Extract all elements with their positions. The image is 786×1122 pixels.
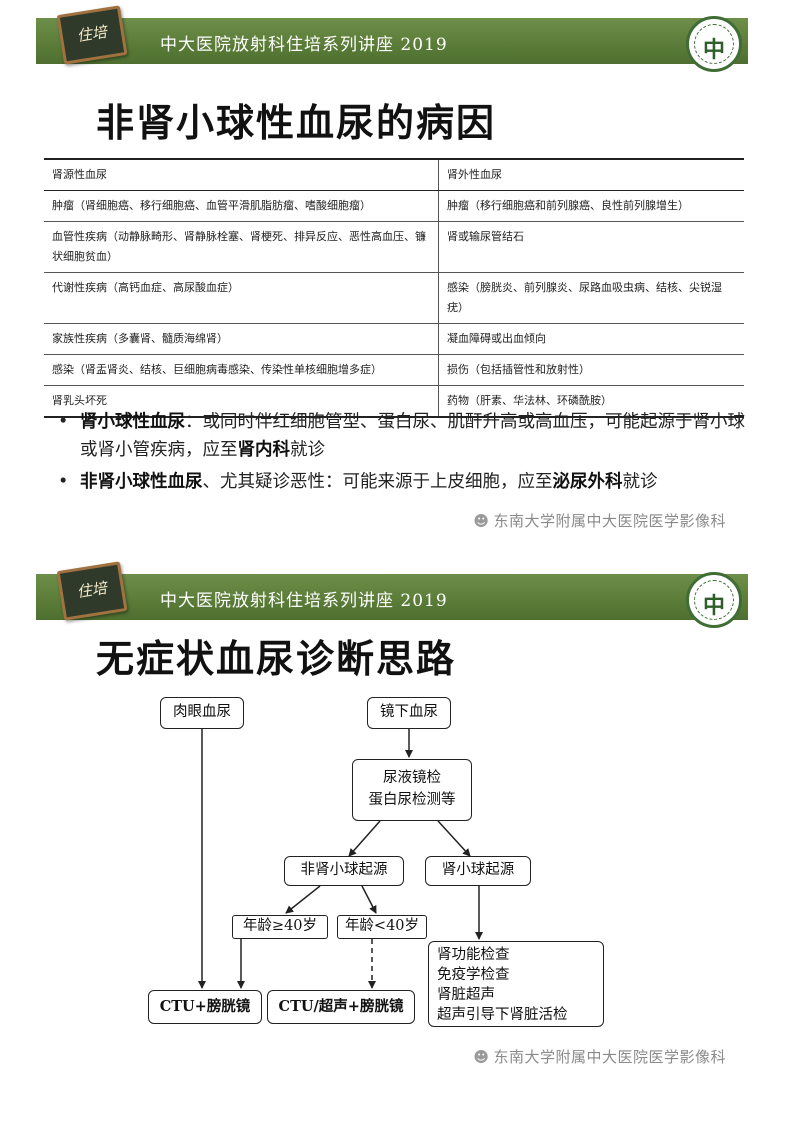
- arrow-nonglom-to-age-ge40: [285, 885, 321, 914]
- node-age-lt40: 年龄<40岁: [337, 915, 427, 939]
- arrow-nonglom-to-age-lt40: [361, 885, 377, 914]
- node-age-ge40: 年龄≥40岁: [232, 915, 328, 939]
- hospital-emblem-icon: 中: [686, 572, 742, 628]
- slide-nonglomerular-causes: 住培 中大医院放射科住培系列讲座 2019 中 非肾小球性血尿的病因 肾源性血尿…: [0, 0, 786, 540]
- table-cell: 肾或输尿管结石: [438, 221, 744, 273]
- node-line: 尿液镜检: [383, 770, 441, 786]
- node-microscopic-hematuria: 镜下血尿: [367, 697, 451, 729]
- bullet-glomerular: 肾小球性血尿：或同时伴红细胞管型、蛋白尿、肌酐升高或高血压，可能起源于肾小球或肾…: [56, 408, 746, 464]
- header-renal: 肾源性血尿: [44, 159, 439, 191]
- table-cell: 凝血障碍或出血倾向: [438, 323, 744, 355]
- table-row: 家族性疾病（多囊肾、髓质海绵肾） 凝血障碍或出血倾向: [44, 323, 744, 355]
- emblem-glyph: 中: [702, 593, 725, 619]
- bullet-text: 就诊: [622, 472, 658, 492]
- node-line: 蛋白尿检测等: [368, 792, 456, 808]
- arrow-urinalysis-to-glom: [437, 820, 471, 857]
- node-urinalysis: 尿液镜检 蛋白尿检测等: [352, 759, 472, 821]
- table-header-row: 肾源性血尿 肾外性血尿: [44, 159, 744, 191]
- wechat-icon: ☻: [473, 1048, 490, 1066]
- node-glomerular-origin: 肾小球起源: [425, 856, 531, 886]
- watermark: ☻东南大学附属中大医院医学影像科: [473, 1046, 726, 1067]
- banner-title: 中大医院放射科住培系列讲座 2019: [160, 591, 448, 611]
- causes-table: 肾源性血尿 肾外性血尿 肿瘤（肾细胞癌、移行细胞癌、血管平滑肌脂肪瘤、嗜酸细胞瘤…: [44, 158, 744, 418]
- node-ctu-us-cystoscopy: CTU/超声+膀胱镜: [267, 990, 415, 1024]
- badge-text: 住培: [75, 22, 109, 46]
- table-row: 代谢性疾病（高钙血症、高尿酸血症） 感染（膀胱炎、前列腺炎、尿路血吸虫病、结核、…: [44, 272, 744, 324]
- bullet-term: 非肾小球性血尿: [80, 472, 203, 492]
- bullet-text: ：或同时伴红细胞管型、蛋白尿、肌酐升高或高血压，可能起源于肾小球或肾小管疾病，应…: [80, 412, 745, 460]
- bullet-text: 、尤其疑诊恶性：可能来源于上皮细胞，应至: [202, 472, 553, 492]
- table-cell: 肿瘤（肾细胞癌、移行细胞癌、血管平滑肌脂肪瘤、嗜酸细胞瘤）: [44, 190, 439, 222]
- node-renal-workup: 肾功能检查 免疫学检查 肾脏超声 超声引导下肾脏活检: [428, 941, 604, 1027]
- watermark-text: 东南大学附属中大医院医学影像科: [493, 512, 726, 530]
- slide-title: 无症状血尿诊断思路: [96, 637, 457, 681]
- watermark-text: 东南大学附属中大医院医学影像科: [493, 1048, 726, 1066]
- slide-title: 非肾小球性血尿的病因: [96, 101, 497, 145]
- arrow-urinalysis-to-nonglom: [348, 820, 381, 857]
- hospital-emblem-icon: 中: [686, 16, 742, 72]
- table-row: 感染（肾盂肾炎、结核、巨细胞病毒感染、传染性单核细胞增多症） 损伤（包括插管性和…: [44, 354, 744, 386]
- node-ctu-cystoscopy: CTU+膀胱镜: [148, 990, 262, 1024]
- flowchart-connectors: [198, 729, 483, 989]
- table-row: 血管性疾病（动静脉畸形、肾静脉栓塞、肾梗死、排异反应、恶性高血压、镰状细胞贫血）…: [44, 221, 744, 273]
- table-cell: 代谢性疾病（高钙血症、高尿酸血症）: [44, 272, 439, 324]
- bullet-term: 肾小球性血尿: [80, 412, 185, 432]
- node-line: 肾脏超声: [437, 987, 495, 1003]
- node-nonglomerular-origin: 非肾小球起源: [284, 856, 404, 886]
- bullet-list: 肾小球性血尿：或同时伴红细胞管型、蛋白尿、肌酐升高或高血压，可能起源于肾小球或肾…: [56, 408, 746, 500]
- node-line: 超声引导下肾脏活检: [437, 1007, 568, 1023]
- lecture-banner: 住培 中大医院放射科住培系列讲座 2019 中: [36, 561, 748, 628]
- node-gross-hematuria: 肉眼血尿: [160, 697, 244, 729]
- banner-title: 中大医院放射科住培系列讲座 2019: [160, 35, 448, 55]
- watermark: ☻东南大学附属中大医院医学影像科: [473, 510, 726, 531]
- bullet-text: 就诊: [290, 440, 325, 460]
- wechat-icon: ☻: [473, 512, 490, 530]
- slide-hematuria-workup: 住培 中大医院放射科住培系列讲座 2019 中 无症状血尿诊断思路 肉眼血尿 镜…: [0, 556, 786, 1096]
- node-line: 免疫学检查: [437, 967, 510, 983]
- table-cell: 损伤（包括插管性和放射性）: [438, 354, 744, 386]
- table-cell: 感染（膀胱炎、前列腺炎、尿路血吸虫病、结核、尖锐湿疣）: [438, 272, 744, 324]
- bullet-dept: 泌尿外科: [552, 472, 623, 492]
- bullet-dept: 肾内科: [237, 440, 291, 460]
- emblem-glyph: 中: [702, 37, 725, 63]
- table-cell: 家族性疾病（多囊肾、髓质海绵肾）: [44, 323, 439, 355]
- lecture-banner: 住培 中大医院放射科住培系列讲座 2019 中: [36, 5, 748, 72]
- table-cell: 感染（肾盂肾炎、结核、巨细胞病毒感染、传染性单核细胞增多症）: [44, 354, 439, 386]
- table-cell: 血管性疾病（动静脉畸形、肾静脉栓塞、肾梗死、排异反应、恶性高血压、镰状细胞贫血）: [44, 221, 439, 273]
- header-extrarenal: 肾外性血尿: [438, 159, 744, 191]
- node-line: 肾功能检查: [437, 947, 510, 963]
- table-row: 肿瘤（肾细胞癌、移行细胞癌、血管平滑肌脂肪瘤、嗜酸细胞瘤） 肿瘤（移行细胞癌和前…: [44, 190, 744, 222]
- table-cell: 肿瘤（移行细胞癌和前列腺癌、良性前列腺增生）: [438, 190, 744, 222]
- bullet-nonglomerular: 非肾小球性血尿、尤其疑诊恶性：可能来源于上皮细胞，应至泌尿外科就诊: [56, 468, 746, 496]
- chalkboard-badge: 住培: [56, 5, 128, 65]
